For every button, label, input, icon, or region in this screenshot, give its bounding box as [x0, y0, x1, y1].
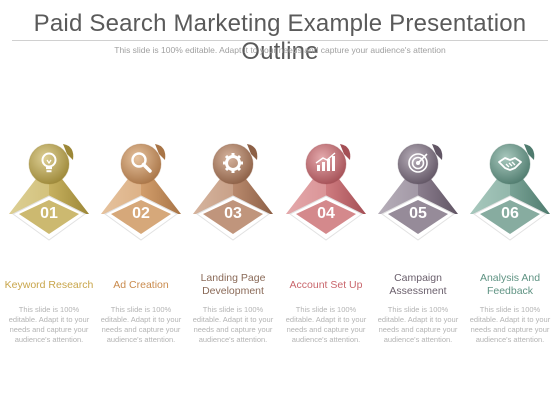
step-description: This slide is 100% editable. Adapt it to…: [377, 305, 459, 344]
step-description: This slide is 100% editable. Adapt it to…: [8, 305, 90, 344]
step-label: Account Set Up: [289, 279, 363, 291]
magnifier-icon: [126, 148, 156, 178]
step-number: 04: [317, 205, 335, 222]
step-shape: [9, 143, 89, 241]
step-shape: [101, 143, 181, 241]
title-divider: [12, 40, 548, 41]
step-shape: [286, 143, 366, 241]
step-shape: [470, 143, 550, 241]
lightbulb-icon: [34, 148, 64, 178]
step-number: 05: [409, 205, 427, 222]
step-number: 02: [132, 205, 150, 222]
step-label: Ad Creation: [113, 279, 169, 291]
step-description: This slide is 100% editable. Adapt it to…: [285, 305, 367, 344]
step-label: Campaign Assessment: [389, 272, 447, 297]
step-label: Landing Page Development: [200, 272, 266, 297]
gear-icon: [218, 148, 248, 178]
step-description: This slide is 100% editable. Adapt it to…: [469, 305, 551, 344]
step-number: 06: [501, 205, 519, 222]
step-description: This slide is 100% editable. Adapt it to…: [192, 305, 274, 344]
page-title: Paid Search Marketing Example Presentati…: [33, 10, 527, 65]
step-shape: [193, 143, 273, 241]
step-description: This slide is 100% editable. Adapt it to…: [100, 305, 182, 344]
step-label: Keyword Research: [4, 279, 94, 291]
step-label: Analysis And Feedback: [479, 272, 541, 297]
target-icon: [403, 148, 433, 178]
page-subtitle: This slide is 100% editable. Adapt it to…: [114, 45, 446, 55]
bar-chart-icon: [311, 148, 341, 178]
handshake-icon: [495, 148, 525, 178]
step-number: 01: [40, 205, 58, 222]
step-shape: [378, 143, 458, 241]
step-number: 03: [224, 205, 242, 222]
